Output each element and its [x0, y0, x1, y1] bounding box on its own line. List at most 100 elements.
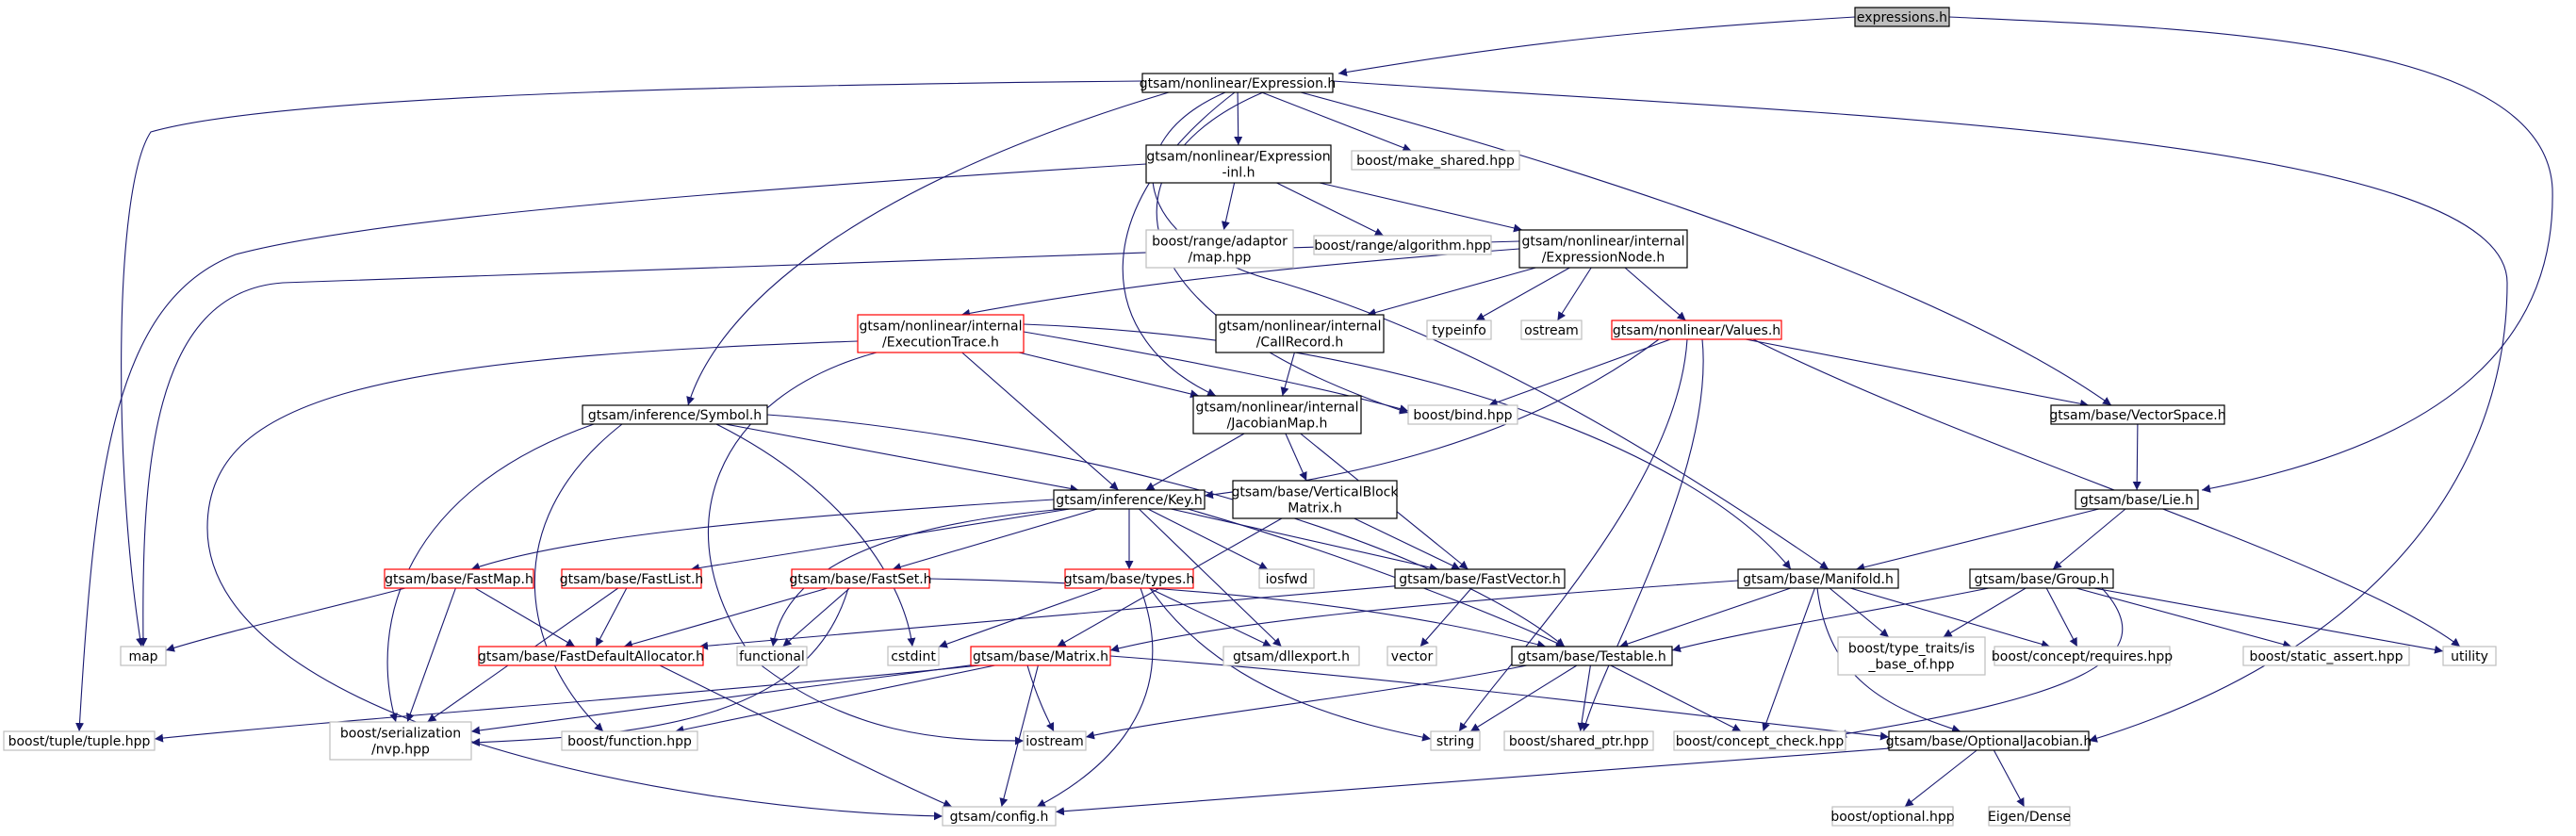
node-expression-inl-h[interactable]: gtsam/nonlinear/Expression-inl.h — [1145, 144, 1332, 184]
node-dllexport-h[interactable]: gtsam/dllexport.h — [1222, 646, 1360, 666]
node-label: boost/concept_check.hpp — [1676, 734, 1845, 749]
node-label: boost/range/algorithm.hpp — [1314, 238, 1491, 254]
edge-manifold-h-to-matrix-h — [1109, 580, 1739, 653]
node-box — [1313, 235, 1492, 255]
node-testable-h[interactable]: gtsam/base/Testable.h — [1511, 646, 1673, 666]
node-vector[interactable]: vector — [1386, 646, 1437, 666]
node-label: _base_of.hpp — [1868, 658, 1955, 673]
node-jacobian-map-h[interactable]: gtsam/nonlinear/internal/JacobianMap.h — [1192, 395, 1362, 434]
edge-manifold-h-to-concept-check — [1762, 587, 1815, 732]
node-label: /nvp.hpp — [371, 743, 430, 758]
edge-types-h-to-cstdint — [938, 587, 1104, 648]
edge-expression-node-h-to-typeinfo — [1475, 267, 1570, 321]
node-box — [1232, 480, 1398, 519]
node-box — [1430, 730, 1481, 751]
node-ostream[interactable]: ostream — [1520, 320, 1583, 340]
node-box — [1994, 646, 2171, 666]
node-functional[interactable]: functional — [736, 646, 808, 666]
edge-symbol-h-to-function-hpp — [533, 423, 623, 732]
node-shared-ptr-hpp[interactable]: boost/shared_ptr.hpp — [1503, 730, 1654, 751]
node-group-h[interactable]: gtsam/base/Group.h — [1969, 568, 2114, 589]
node-values-h[interactable]: gtsam/nonlinear/Values.h — [1611, 320, 1782, 340]
node-static-assert[interactable]: boost/static_assert.hpp — [2242, 646, 2410, 666]
node-fast-list-h[interactable]: gtsam/base/FastList.h — [560, 568, 704, 589]
node-utility[interactable]: utility — [2442, 646, 2497, 666]
node-optional-jacobian-h[interactable]: gtsam/base/OptionalJacobian.h — [1886, 730, 2092, 751]
node-box — [1053, 489, 1206, 510]
edge-expression-node-h-to-call-record-h — [1367, 267, 1536, 317]
edge-symbol-h-to-testable-h — [766, 414, 1566, 647]
node-label: gtsam/base/FastDefaultAllocator.h — [478, 649, 704, 664]
node-label: boost/tuple/tuple.hpp — [8, 734, 151, 749]
node-range-algorithm[interactable]: boost/range/algorithm.hpp — [1313, 235, 1492, 255]
node-manifold-h[interactable]: gtsam/base/Manifold.h — [1737, 568, 1899, 589]
node-label: gtsam/nonlinear/internal — [1522, 235, 1685, 250]
node-fast-default-allocator-h[interactable]: gtsam/base/FastDefaultAllocator.h — [478, 646, 704, 666]
node-config-h[interactable]: gtsam/config.h — [942, 806, 1057, 827]
node-typeinfo[interactable]: typeinfo — [1426, 320, 1492, 340]
node-expression-h[interactable]: gtsam/nonlinear/Expression.h — [1140, 73, 1337, 93]
node-key-h[interactable]: gtsam/inference/Key.h — [1053, 489, 1206, 510]
node-expressions-h[interactable]: expressions.h — [1854, 7, 1950, 27]
node-map[interactable]: map — [120, 646, 167, 666]
node-box — [561, 568, 702, 589]
edge-optional-jacobian-h-to-config-h — [1055, 747, 1890, 816]
node-symbol-h[interactable]: gtsam/inference/Symbol.h — [582, 404, 768, 425]
node-matrix-h[interactable]: gtsam/base/Matrix.h — [970, 646, 1111, 666]
node-bind-hpp[interactable]: boost/bind.hpp — [1407, 404, 1518, 425]
node-types-h[interactable]: gtsam/base/types.h — [1064, 568, 1195, 589]
node-tuple-hpp[interactable]: boost/tuple/tuple.hpp — [3, 730, 156, 751]
node-box — [1386, 646, 1437, 666]
node-string[interactable]: string — [1430, 730, 1481, 751]
node-lie-h[interactable]: gtsam/base/Lie.h — [2075, 489, 2199, 510]
node-execution-trace-h[interactable]: gtsam/nonlinear/internal/ExecutionTrace.… — [857, 314, 1025, 353]
edge-execution-trace-h-to-key-h — [961, 352, 1119, 491]
edge-types-h-to-dllexport-h — [1148, 587, 1272, 647]
node-label: /CallRecord.h — [1256, 336, 1344, 351]
node-box — [582, 404, 768, 425]
node-label: gtsam/nonlinear/Values.h — [1613, 323, 1780, 338]
edge-group-h-to-testable-h — [1671, 587, 1990, 653]
node-concept-check[interactable]: boost/concept_check.hpp — [1673, 730, 1846, 751]
node-label: gtsam/base/Lie.h — [2080, 493, 2193, 508]
node-cstdint[interactable]: cstdint — [887, 646, 940, 666]
node-type-traits-is-base-of[interactable]: boost/type_traits/is_base_of.hpp — [1837, 636, 1986, 676]
node-eigen-dense[interactable]: Eigen/Dense — [1988, 806, 2071, 827]
edge-expression-node-h-to-execution-trace-h — [960, 248, 1520, 318]
node-box — [1192, 395, 1362, 434]
node-range-adaptor-map[interactable]: boost/range/adaptor/map.hpp — [1145, 229, 1294, 269]
node-concept-requires[interactable]: boost/concept/requires.hpp — [1992, 646, 2173, 666]
node-iostream[interactable]: iostream — [1023, 730, 1087, 751]
node-box — [1831, 806, 1954, 827]
edge-fast-default-allocator-h-to-config-h — [659, 664, 953, 808]
node-iosfwd[interactable]: iosfwd — [1258, 568, 1315, 589]
edge-types-h-to-string — [1149, 587, 1432, 742]
edge-expression-h-to-vector-space-h — [1300, 91, 2112, 406]
node-box — [1258, 568, 1315, 589]
node-label: -inl.h — [1222, 166, 1255, 181]
node-call-record-h[interactable]: gtsam/nonlinear/internal/CallRecord.h — [1215, 314, 1385, 353]
edge-expressions-h-to-lie-h — [1948, 16, 2553, 493]
node-fast-vector-h[interactable]: gtsam/base/FastVector.h — [1394, 568, 1566, 589]
node-fast-set-h[interactable]: gtsam/base/FastSet.h — [789, 568, 932, 589]
edge-expression-h-to-jacobian-map-h — [1122, 91, 1236, 397]
edge-fast-list-h-to-fast-default-allocator-h — [595, 587, 628, 647]
node-vector-space-h[interactable]: gtsam/base/VectorSpace.h — [2049, 404, 2226, 425]
edge-expression-h-to-map — [121, 80, 1143, 647]
edge-expression-inl-h-to-tuple-hpp — [75, 163, 1147, 732]
node-serialization-nvp[interactable]: boost/serialization/nvp.hpp — [329, 721, 472, 761]
edge-execution-trace-h-to-config-h — [206, 340, 943, 821]
node-fast-map-h[interactable]: gtsam/base/FastMap.h — [384, 568, 534, 589]
edge-fast-vector-h-to-fast-default-allocator-h — [698, 585, 1396, 650]
node-label: gtsam/config.h — [950, 810, 1049, 825]
node-make-shared-hpp[interactable]: boost/make_shared.hpp — [1351, 150, 1520, 171]
edge-key-h-to-fast-list-h — [690, 508, 1071, 573]
node-function-hpp[interactable]: boost/function.hpp — [561, 730, 698, 751]
node-expression-node-h[interactable]: gtsam/nonlinear/internal/ExpressionNode.… — [1518, 229, 1688, 269]
node-label: cstdint — [891, 649, 936, 664]
edge-lie-h-to-manifold-h — [1856, 508, 2099, 572]
node-label: Matrix.h — [1288, 501, 1341, 516]
node-optional-hpp[interactable]: boost/optional.hpp — [1830, 806, 1955, 827]
node-label: vector — [1391, 649, 1434, 664]
